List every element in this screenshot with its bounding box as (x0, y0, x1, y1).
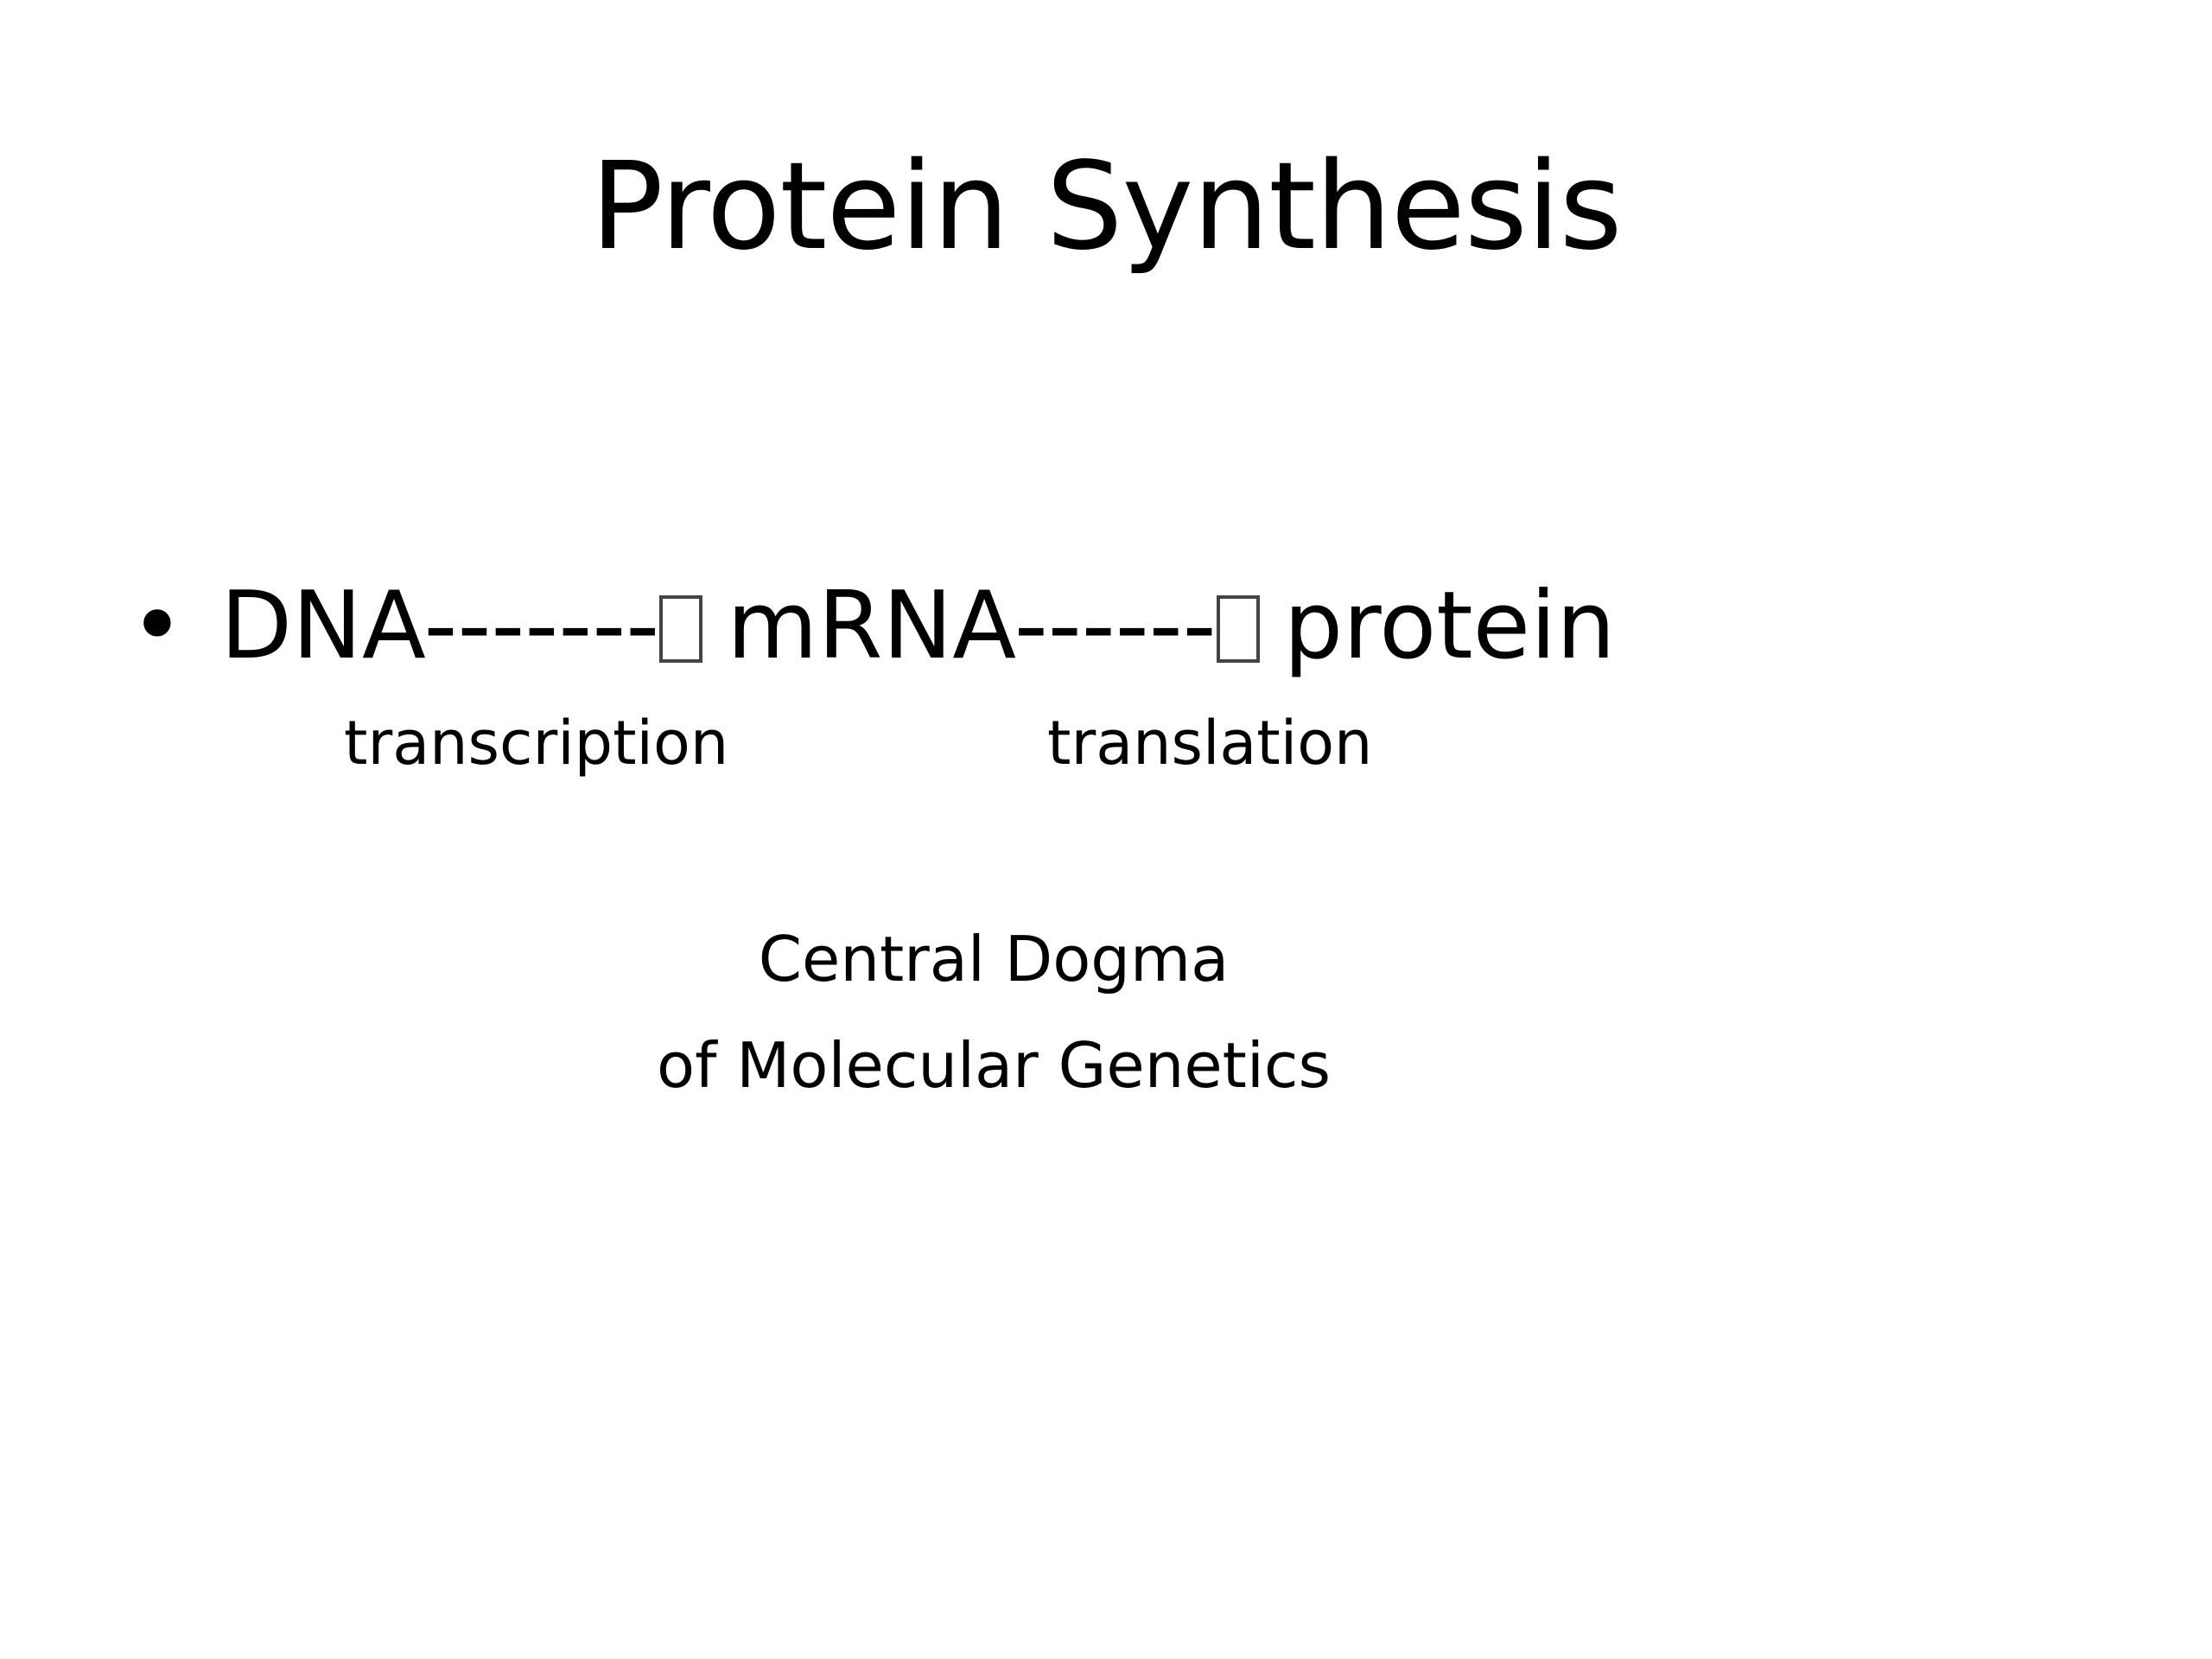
slide-title: Protein Synthesis (590, 137, 1622, 277)
step-label-transcription: transcription (344, 708, 729, 779)
flow-term-dna: DNA (220, 572, 424, 680)
central-dogma-flow: • DNA------- mRNA------ protein (130, 562, 1616, 691)
flow-arrow-1: ------- (423, 572, 660, 680)
caption-line-1: Central Dogma (758, 923, 1230, 995)
missing-glyph-icon (1216, 595, 1260, 663)
missing-glyph-icon (659, 595, 703, 663)
step-label-translation: translation (1047, 708, 1373, 779)
flow-arrow-2: ------ (1014, 572, 1217, 680)
flow-term-mrna: mRNA (727, 572, 1014, 680)
flow-term-protein: protein (1283, 572, 1616, 680)
caption-line-2: of Molecular Genetics (657, 1029, 1331, 1102)
bullet-marker: • (130, 572, 185, 680)
